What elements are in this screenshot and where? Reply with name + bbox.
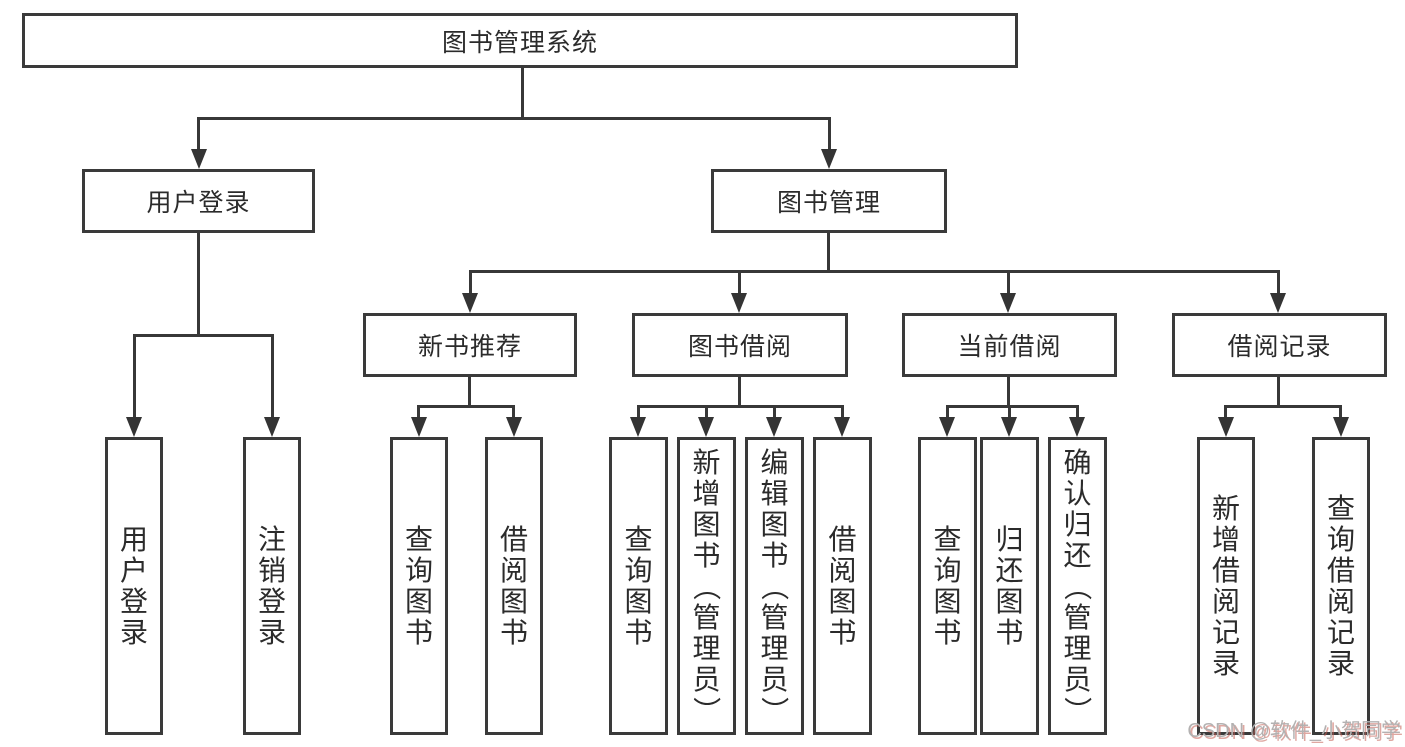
connector-line [637,405,640,419]
connector-arrow [1333,417,1349,437]
connector-arrow [191,149,207,169]
connector-arrow [731,293,747,313]
connector-arrow [126,417,142,437]
connector-line [1076,405,1079,419]
connector-line [271,334,274,419]
connector-line [1008,405,1011,419]
connector-line [705,405,708,419]
node-label: 图书管理系统 [441,28,598,57]
node-label: 用户登录 [146,189,251,217]
leaf-query-borrow-record: 查询借阅记录 [1312,437,1370,735]
node-new-book-recommend: 新书推荐 [363,313,577,377]
connector-line [197,117,831,120]
connector-line [841,405,844,419]
connector-arrow [766,417,782,437]
leaf-label: 查询图书 [404,524,433,648]
leaf-label: 查询图书 [624,524,653,648]
node-library-system: 图书管理系统 [22,13,1018,68]
connector-line [1007,270,1010,297]
leaf-label: 查询图书 [933,524,962,648]
leaf-label: 编辑图书（管理员） [758,446,790,725]
connector-line [738,377,741,407]
node-label: 新书推荐 [417,333,522,361]
connector-line [1007,377,1010,407]
connector-arrow [1069,417,1085,437]
leaf-label: 借阅图书 [828,524,857,648]
node-book-borrow: 图书借阅 [632,313,848,377]
connector-arrow [264,417,280,437]
connector-arrow [698,417,714,437]
leaf-label: 借阅图书 [499,524,528,648]
connector-arrow [1270,293,1286,313]
connector-line [197,117,200,151]
connector-line [133,334,136,419]
leaf-label: 确认归还（管理员） [1061,446,1093,725]
node-label: 图书借阅 [687,333,792,361]
connector-arrow [939,417,955,437]
connector-line [773,405,776,419]
connector-arrow [821,149,837,169]
leaf-borrow-books: 借阅图书 [813,437,872,735]
connector-line [946,405,949,419]
connector-line [738,270,741,297]
leaf-user-login: 用户登录 [105,437,163,735]
node-borrow-records: 借阅记录 [1172,313,1387,377]
connector-arrow [1001,417,1017,437]
leaf-label: 新增借阅记录 [1211,493,1240,679]
connector-line [1277,377,1280,407]
connector-line [828,117,831,151]
connector-line [1277,270,1280,297]
connector-line [468,377,471,407]
leaf-label: 归还图书 [995,524,1024,648]
connector-arrow [1218,417,1234,437]
node-current-borrow: 当前借阅 [902,313,1117,377]
node-user-login: 用户登录 [82,169,315,233]
connector-line [469,270,472,297]
leaf-edit-books-admin: 编辑图书（管理员） [745,437,804,735]
connector-line [637,405,844,408]
connector-line [512,405,515,419]
leaf-query-books-borrow: 查询图书 [609,437,668,735]
csdn-watermark: CSDN @软件_小贺同学 [1187,720,1401,742]
connector-line [1224,405,1342,408]
leaf-label: 查询借阅记录 [1326,493,1355,679]
connector-line [827,233,830,271]
leaf-label: 新增图书（管理员） [690,446,722,725]
node-label: 借阅记录 [1227,333,1332,361]
leaf-logout-login: 注销登录 [243,437,301,735]
connector-arrow [630,417,646,437]
connector-line [946,405,1079,408]
connector-line [470,270,1280,273]
leaf-borrow-books-recommend: 借阅图书 [485,437,543,735]
leaf-add-borrow-record: 新增借阅记录 [1197,437,1255,735]
connector-arrow [1000,293,1016,313]
connector-arrow [411,417,427,437]
node-book-management: 图书管理 [711,169,947,233]
connector-line [197,233,200,336]
connector-line [417,405,515,408]
connector-line [1339,405,1342,419]
connector-line [521,66,524,119]
node-label: 当前借阅 [957,333,1062,361]
leaf-add-books-admin: 新增图书（管理员） [677,437,736,735]
connector-line [133,334,274,337]
leaf-confirm-return-admin: 确认归还（管理员） [1048,437,1107,735]
connector-line [1224,405,1227,419]
connector-arrow [506,417,522,437]
connector-arrow [462,293,478,313]
connector-line [417,405,420,419]
leaf-label: 注销登录 [257,524,286,648]
node-label: 图书管理 [776,189,881,217]
leaf-query-books-recommend: 查询图书 [390,437,448,735]
leaf-query-books-current: 查询图书 [918,437,977,735]
leaf-label: 用户登录 [119,524,148,648]
leaf-return-books: 归还图书 [980,437,1039,735]
connector-arrow [834,417,850,437]
